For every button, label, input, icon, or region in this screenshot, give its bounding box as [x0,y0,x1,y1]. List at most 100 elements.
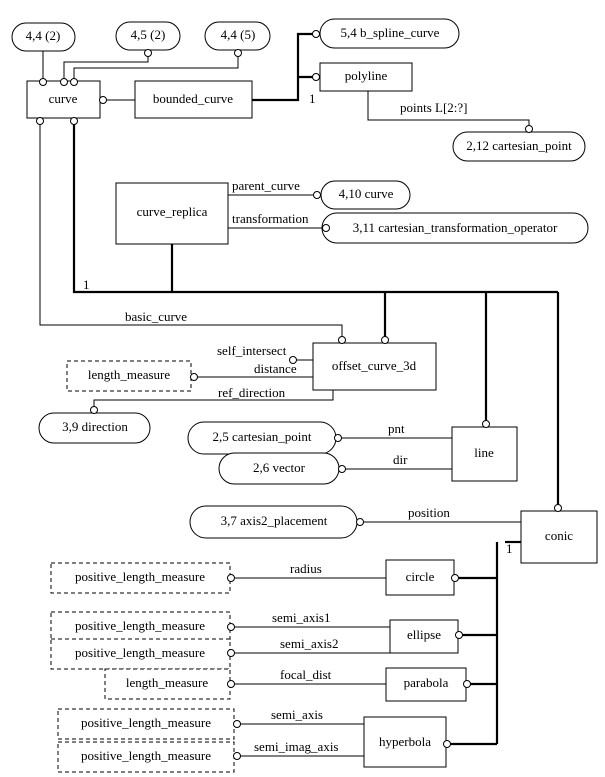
ref-axis2-placement-37-label: 3,7 axis2_placement [221,513,328,528]
circle-line [482,420,490,428]
circle-offset-curve-3d [381,336,389,344]
attr-semi-axis2: semi_axis2 [280,636,339,651]
attr-transformation: transformation [232,211,309,226]
circle-parabola [463,680,471,688]
entity-circle-label: circle [406,569,435,584]
attr-focal-dist: focal_dist [280,667,332,682]
circle-bspline [312,30,320,38]
circle-basic-curve [338,336,346,344]
attr-dir: dir [393,452,408,467]
ref-44-2-bubble [11,22,76,52]
type-length-measure-box-1 [66,360,192,392]
type-length-measure-label-1: length_measure [88,367,171,382]
entity-labels: curve bounded_curve polyline curve_repli… [49,68,574,749]
ref-b-spline-curve-label: 5,4 b_spline_curve [341,25,440,40]
circle-self-intersect [289,356,297,364]
curve-subtype-trunk [72,120,558,294]
type-positive-length-measure-label-2: positive_length_measure [75,618,205,633]
circle-semi-axis1 [227,623,235,631]
entity-line-box [451,426,518,482]
type-length-measure-label-2: length_measure [126,675,209,690]
entity-curve-box [26,80,101,119]
entity-ellipse-label: ellipse [407,627,441,642]
attr-position: position [408,505,450,520]
circle-ref-44-5 [70,78,78,86]
ref-cto-311-label: 3,11 cartesian_transformation_operator [353,220,558,235]
circle-position [356,518,364,526]
circle-pnt [334,434,342,442]
type-positive-length-measure-label-4: positive_length_measure [81,715,211,730]
circle-polyline [312,73,320,81]
ref-cartesian-point-25-label: 2,5 cartesian_point [213,429,312,444]
ref-44-2-label: 4,4 (2) [26,28,61,43]
entity-curve-replica-label: curve_replica [137,204,208,219]
attr-self-intersect: self_intersect [217,343,287,358]
entity-curve-label: curve [49,91,78,106]
attr-distance: distance [254,361,297,376]
attr-semi-axis1: semi_axis1 [272,610,331,625]
entity-offset-curve-3d-label: offset_curve_3d [332,358,417,373]
type-positive-length-measure-label-5: positive_length_measure [81,748,211,763]
circle-curve-subtype [70,117,78,125]
circle-points [525,125,533,133]
marker-one-curve: 1 [83,277,90,292]
circle-hyperbola [443,740,451,748]
entity-hyperbola-label: hyperbola [379,734,431,749]
ref-curve-410-label: 4,10 curve [339,186,394,201]
entity-bounded-curve-label: bounded_curve [153,91,233,106]
attribute-labels: points L[2:?] parent_curve transformatio… [125,100,468,754]
entity-conic-box [520,510,598,564]
circle-ref-45-2-top [144,49,152,57]
circle-transformation [322,224,330,232]
type-positive-length-measure-box-3 [50,638,231,670]
ref-45-2-to-curve [63,49,149,79]
entity-curve-replica-box [115,182,229,245]
entity-parabola-label: parabola [404,675,449,690]
entity-boxes [26,62,598,768]
ref-b-spline-curve-bubble [319,18,460,49]
ref-direction-39-label: 3,9 direction [62,419,128,434]
circle-ref-44-2 [39,78,47,86]
ref-cartesian-point-212-bubble [452,131,586,162]
marker-one-conic: 1 [506,541,513,556]
attr-basic-curve: basic_curve [125,309,187,324]
attr-semi-axis: semi_axis [271,707,323,722]
entity-conic-label: conic [545,528,573,543]
type-positive-length-measure-label-3: positive_length_measure [75,645,205,660]
circle-ellipse [455,631,463,639]
circle-focal-dist [227,680,235,688]
circle-dir [338,465,346,473]
type-labels: length_measure positive_length_measure p… [75,367,211,763]
entity-bounded-curve-box [134,80,253,119]
connectors [39,32,560,757]
page-reference-bubbles [11,18,589,539]
attr-points: points L[2:?] [400,100,468,115]
type-positive-length-measure-box-2 [50,611,231,643]
circle-semi-axis2 [227,649,235,657]
circle-bounded-curve-to-curve [99,96,107,104]
reference-labels: 4,4 (2) 4,5 (2) 4,4 (5) 5,4 b_spline_cur… [26,25,572,528]
marker-one-bounded-curve: 1 [309,91,316,106]
entity-polyline-label: polyline [345,68,388,83]
entity-polyline-box [319,62,413,92]
entity-hyperbola-box [363,716,447,768]
entity-offset-curve-3d-box [312,342,437,391]
relationship-circles [36,30,562,760]
circle-semi-imag-axis [233,752,241,760]
circle-distance [190,373,198,381]
ref-vector-26-label: 2,6 vector [253,460,306,475]
type-positive-length-measure-box-1 [50,562,231,594]
ref-cartesian-point-212-label: 2,12 cartesian_point [466,138,572,153]
attr-ref-direction: ref_direction [218,385,286,400]
link-bounded-curve-bspline [252,32,320,102]
ref-44-5-to-curve [73,49,239,79]
link-basic-curve [39,120,343,343]
circle-ref-45-2 [60,78,68,86]
attr-parent-curve: parent_curve [232,178,300,193]
link-ref-direction [93,390,334,411]
attr-pnt: pnt [388,421,405,436]
type-length-measure-box-2 [104,668,231,700]
type-positive-length-measure-label-1: positive_length_measure [75,569,205,584]
entity-line-label: line [474,445,494,460]
